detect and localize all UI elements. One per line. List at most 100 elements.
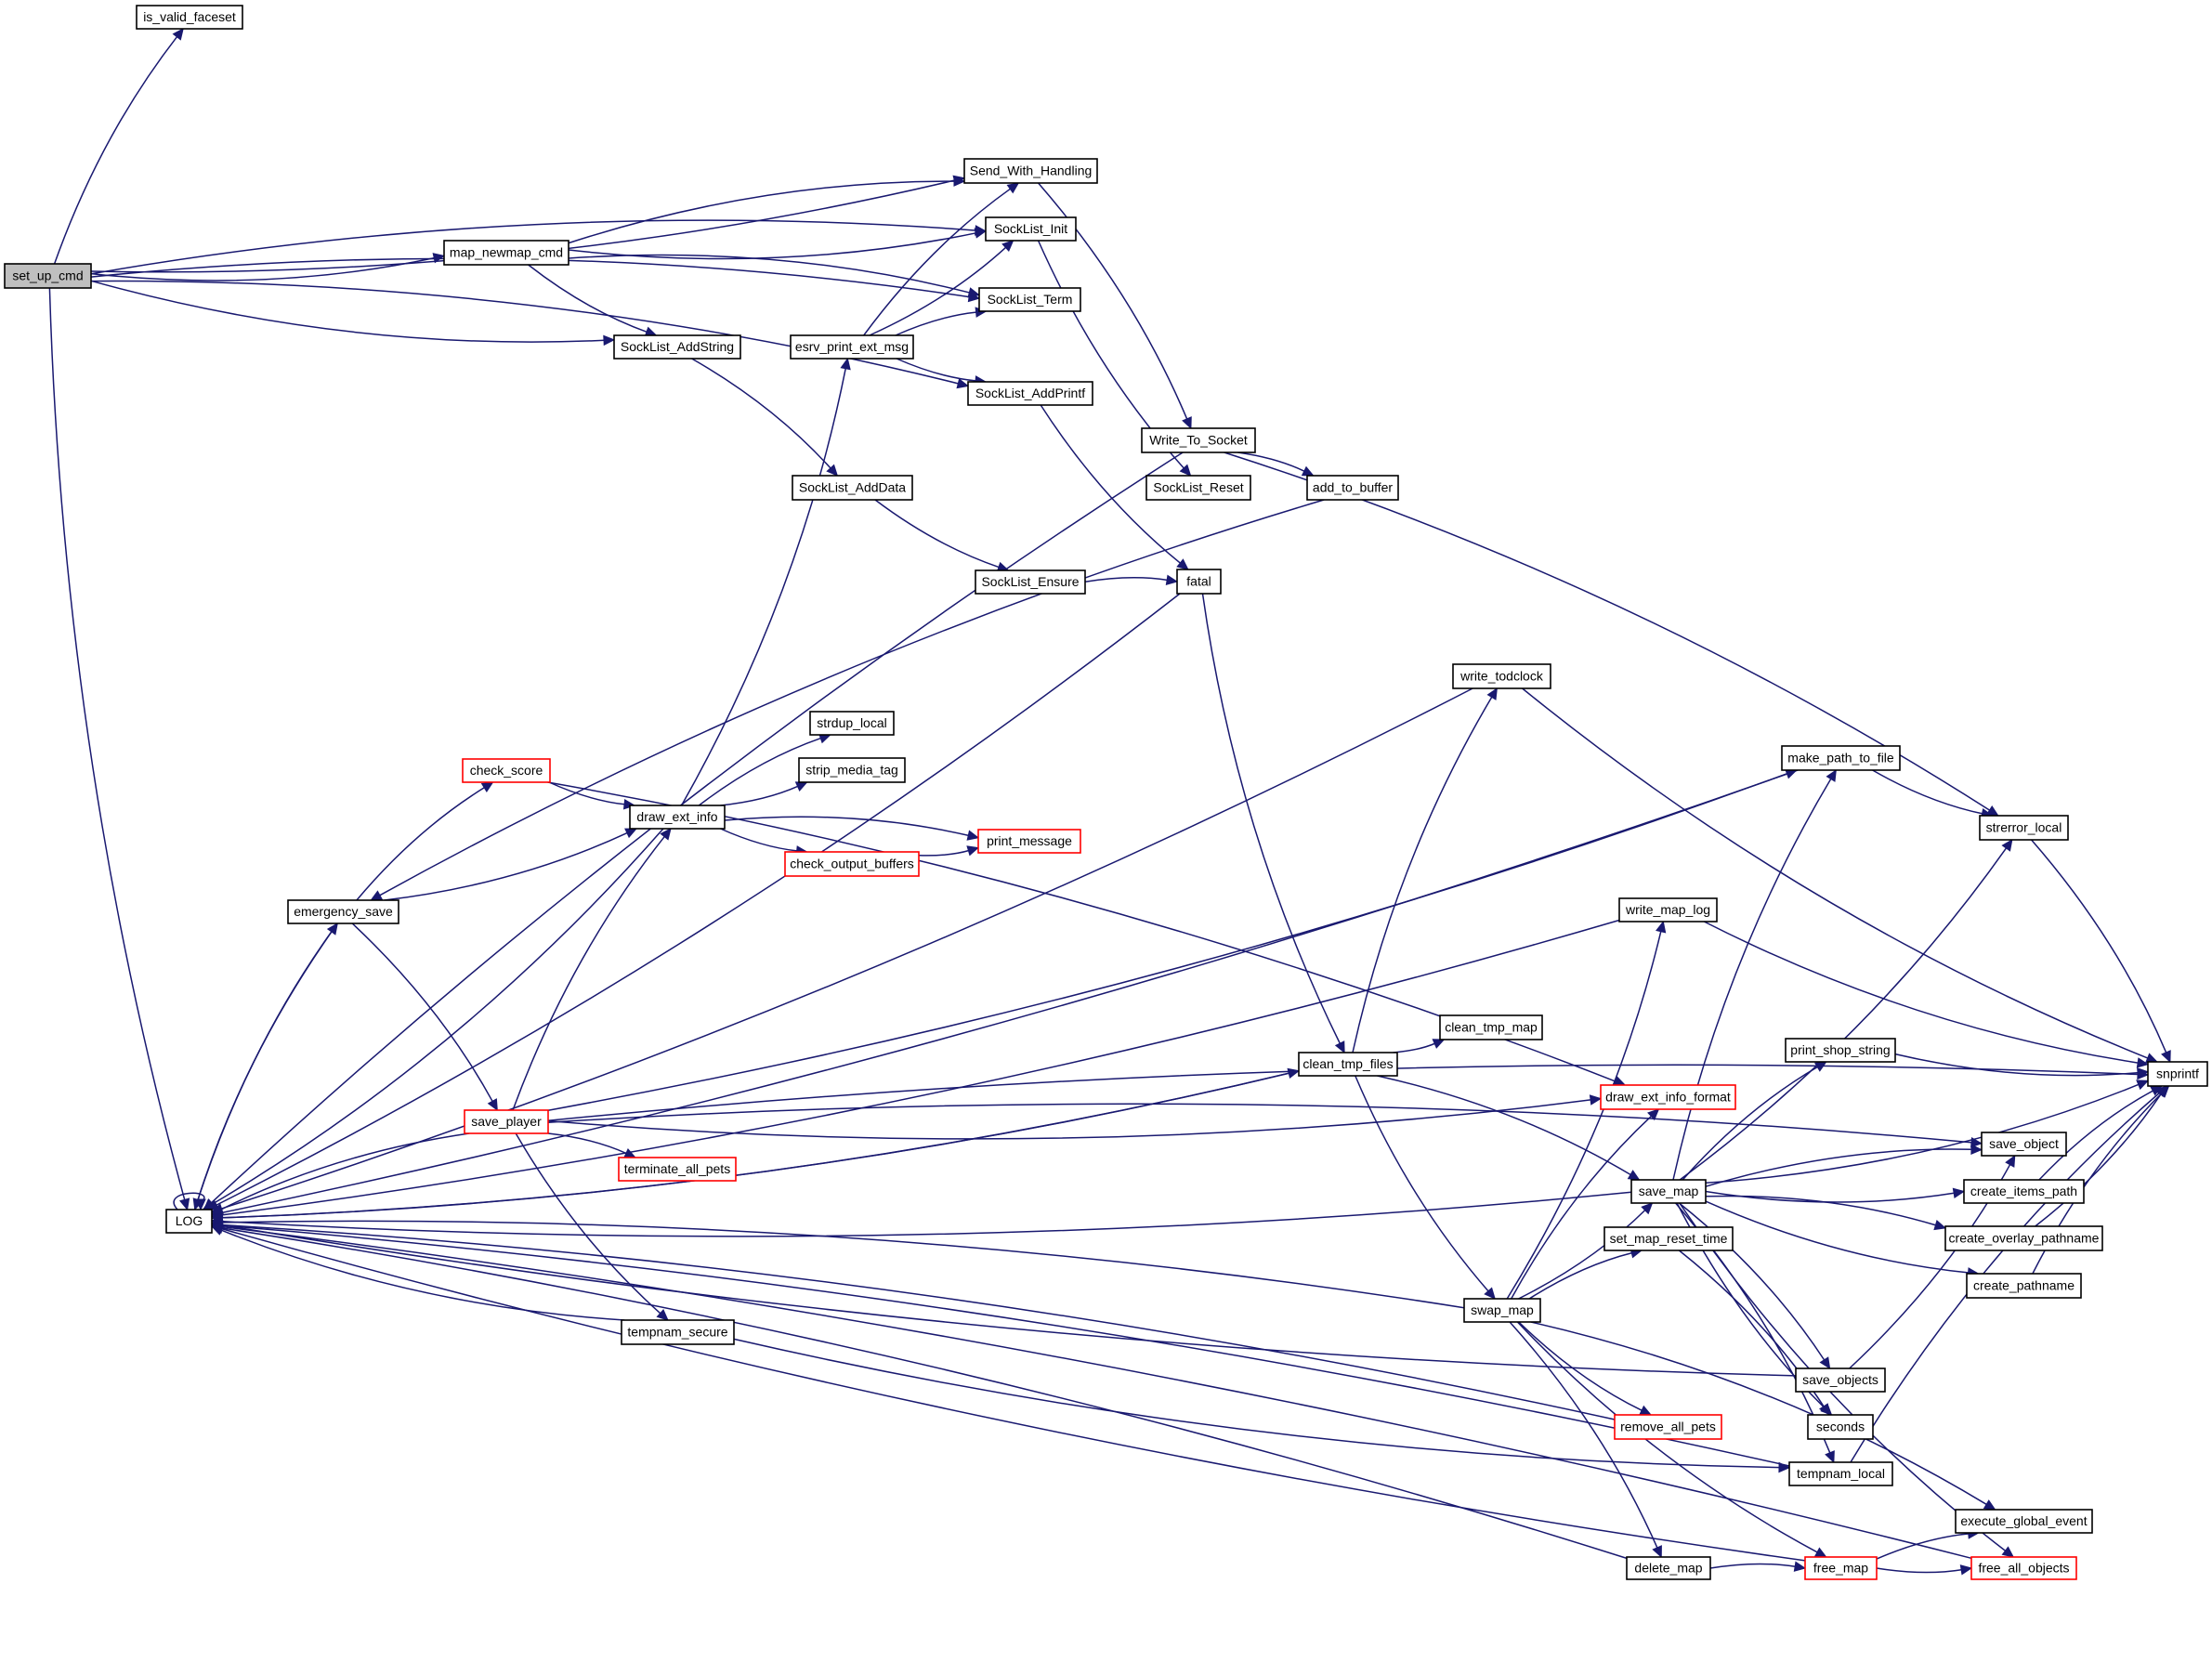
node-is-valid-faceset[interactable]: is_valid_faceset (136, 5, 243, 30)
node-box[interactable] (1614, 1414, 1722, 1440)
node-log[interactable]: LOG (165, 1209, 213, 1234)
node-box[interactable] (1963, 1179, 2085, 1204)
node-write-map-log[interactable]: write_map_log (1618, 897, 1718, 923)
node-swap-map[interactable]: swap_map (1463, 1298, 1541, 1323)
node-box[interactable] (809, 711, 895, 736)
node-box[interactable] (1306, 475, 1399, 501)
node-make-path-to-file[interactable]: make_path_to_file (1781, 745, 1901, 771)
node-esrv-print-ext-msg[interactable]: esrv_print_ext_msg (790, 334, 914, 360)
node-box[interactable] (798, 757, 906, 783)
node-socklist-ensure[interactable]: SockList_Ensure (975, 569, 1086, 595)
node-box[interactable] (1176, 569, 1222, 595)
node-box[interactable] (1955, 1509, 2093, 1534)
node-box[interactable] (621, 1319, 735, 1345)
node-create-pathname[interactable]: create_pathname (1966, 1273, 2082, 1299)
node-create-overlay-pathname[interactable]: create_overlay_pathname (1944, 1225, 2103, 1251)
node-box[interactable] (1807, 1414, 1874, 1440)
node-write-to-socket[interactable]: Write_To_Socket (1141, 427, 1256, 453)
node-socklist-init[interactable]: SockList_Init (985, 216, 1077, 242)
node-box[interactable] (287, 899, 399, 924)
node-set-map-reset-time[interactable]: set_map_reset_time (1603, 1226, 1734, 1251)
node-save-object[interactable]: save_object (1981, 1132, 2067, 1157)
node-box[interactable] (985, 216, 1077, 242)
node-terminate-all-pets[interactable]: terminate_all_pets (618, 1157, 737, 1182)
node-box[interactable] (1618, 897, 1718, 923)
node-box[interactable] (1981, 1132, 2067, 1157)
node-save-objects[interactable]: save_objects (1795, 1367, 1886, 1393)
node-box[interactable] (1781, 745, 1901, 771)
node-box[interactable] (1626, 1556, 1711, 1580)
node-box[interactable] (1439, 1014, 1543, 1040)
node-free-all-objects[interactable]: free_all_objects (1970, 1556, 2077, 1580)
node-socklist-addstring[interactable]: SockList_AddString (613, 334, 741, 360)
node-delete-map[interactable]: delete_map (1626, 1556, 1711, 1580)
node-box[interactable] (136, 5, 243, 30)
node-socklist-addprintf[interactable]: SockList_AddPrintf (967, 381, 1093, 406)
node-add-to-buffer[interactable]: add_to_buffer (1306, 475, 1399, 501)
node-box[interactable] (978, 287, 1081, 312)
node-clean-tmp-files[interactable]: clean_tmp_files (1298, 1052, 1398, 1077)
node-box[interactable] (1944, 1225, 2103, 1251)
node-emergency-save[interactable]: emergency_save (287, 899, 399, 924)
node-box[interactable] (613, 334, 741, 360)
node-create-items-path[interactable]: create_items_path (1963, 1179, 2085, 1204)
node-tempnam-secure[interactable]: tempnam_secure (621, 1319, 735, 1345)
node-box[interactable] (963, 158, 1098, 184)
node-box[interactable] (1788, 1461, 1893, 1486)
node-box[interactable] (1603, 1226, 1734, 1251)
node-remove-all-pets[interactable]: remove_all_pets (1614, 1414, 1722, 1440)
node-execute-global-event[interactable]: execute_global_event (1955, 1509, 2093, 1534)
node-box[interactable] (975, 569, 1086, 595)
node-box[interactable] (784, 851, 920, 877)
node-box[interactable] (792, 475, 913, 501)
node-box[interactable] (1804, 1556, 1878, 1580)
node-box[interactable] (1600, 1084, 1736, 1110)
node-box[interactable] (462, 758, 551, 783)
node-box[interactable] (629, 805, 726, 830)
node-box[interactable] (967, 381, 1093, 406)
node-box[interactable] (2147, 1061, 2208, 1087)
node-box[interactable] (1966, 1273, 2082, 1299)
node-box[interactable] (1979, 815, 2069, 841)
node-snprintf[interactable]: snprintf (2147, 1061, 2208, 1087)
node-box[interactable] (1298, 1052, 1398, 1077)
node-set-up-cmd[interactable]: set_up_cmd (4, 263, 92, 289)
node-print-message[interactable]: print_message (977, 829, 1081, 854)
node-socklist-term[interactable]: SockList_Term (978, 287, 1081, 312)
node-box[interactable] (1630, 1179, 1707, 1204)
node-box[interactable] (1463, 1298, 1541, 1323)
node-box[interactable] (1785, 1038, 1896, 1063)
node-strip-media-tag[interactable]: strip_media_tag (798, 757, 906, 783)
node-write-todclock[interactable]: write_todclock (1452, 663, 1551, 689)
node-box[interactable] (1145, 475, 1251, 501)
node-seconds[interactable]: seconds (1807, 1414, 1874, 1440)
node-box[interactable] (165, 1209, 213, 1234)
node-box[interactable] (1452, 663, 1551, 689)
node-draw-ext-info[interactable]: draw_ext_info (629, 805, 726, 830)
node-print-shop-string[interactable]: print_shop_string (1785, 1038, 1896, 1063)
node-socklist-adddata[interactable]: SockList_AddData (792, 475, 913, 501)
node-fatal[interactable]: fatal (1176, 569, 1222, 595)
node-strerror-local[interactable]: strerror_local (1979, 815, 2069, 841)
node-save-player[interactable]: save_player (464, 1109, 549, 1134)
node-socklist-reset[interactable]: SockList_Reset (1145, 475, 1251, 501)
node-box[interactable] (1795, 1367, 1886, 1393)
node-check-output-buffers[interactable]: check_output_buffers (784, 851, 920, 877)
node-map-newmap-cmd[interactable]: map_newmap_cmd (443, 240, 569, 266)
node-clean-tmp-map[interactable]: clean_tmp_map (1439, 1014, 1543, 1040)
node-free-map[interactable]: free_map (1804, 1556, 1878, 1580)
node-draw-ext-info-format[interactable]: draw_ext_info_format (1600, 1084, 1736, 1110)
node-box[interactable] (1970, 1556, 2077, 1580)
node-tempnam-local[interactable]: tempnam_local (1788, 1461, 1893, 1486)
node-check-score[interactable]: check_score (462, 758, 551, 783)
node-send-with-handling[interactable]: Send_With_Handling (963, 158, 1098, 184)
node-box[interactable] (618, 1157, 737, 1182)
node-box[interactable] (1141, 427, 1256, 453)
node-box[interactable] (790, 334, 914, 360)
node-box[interactable] (4, 263, 92, 289)
node-box[interactable] (443, 240, 569, 266)
node-strdup-local[interactable]: strdup_local (809, 711, 895, 736)
node-box[interactable] (464, 1109, 549, 1134)
node-box[interactable] (977, 829, 1081, 854)
node-save-map[interactable]: save_map (1630, 1179, 1707, 1204)
